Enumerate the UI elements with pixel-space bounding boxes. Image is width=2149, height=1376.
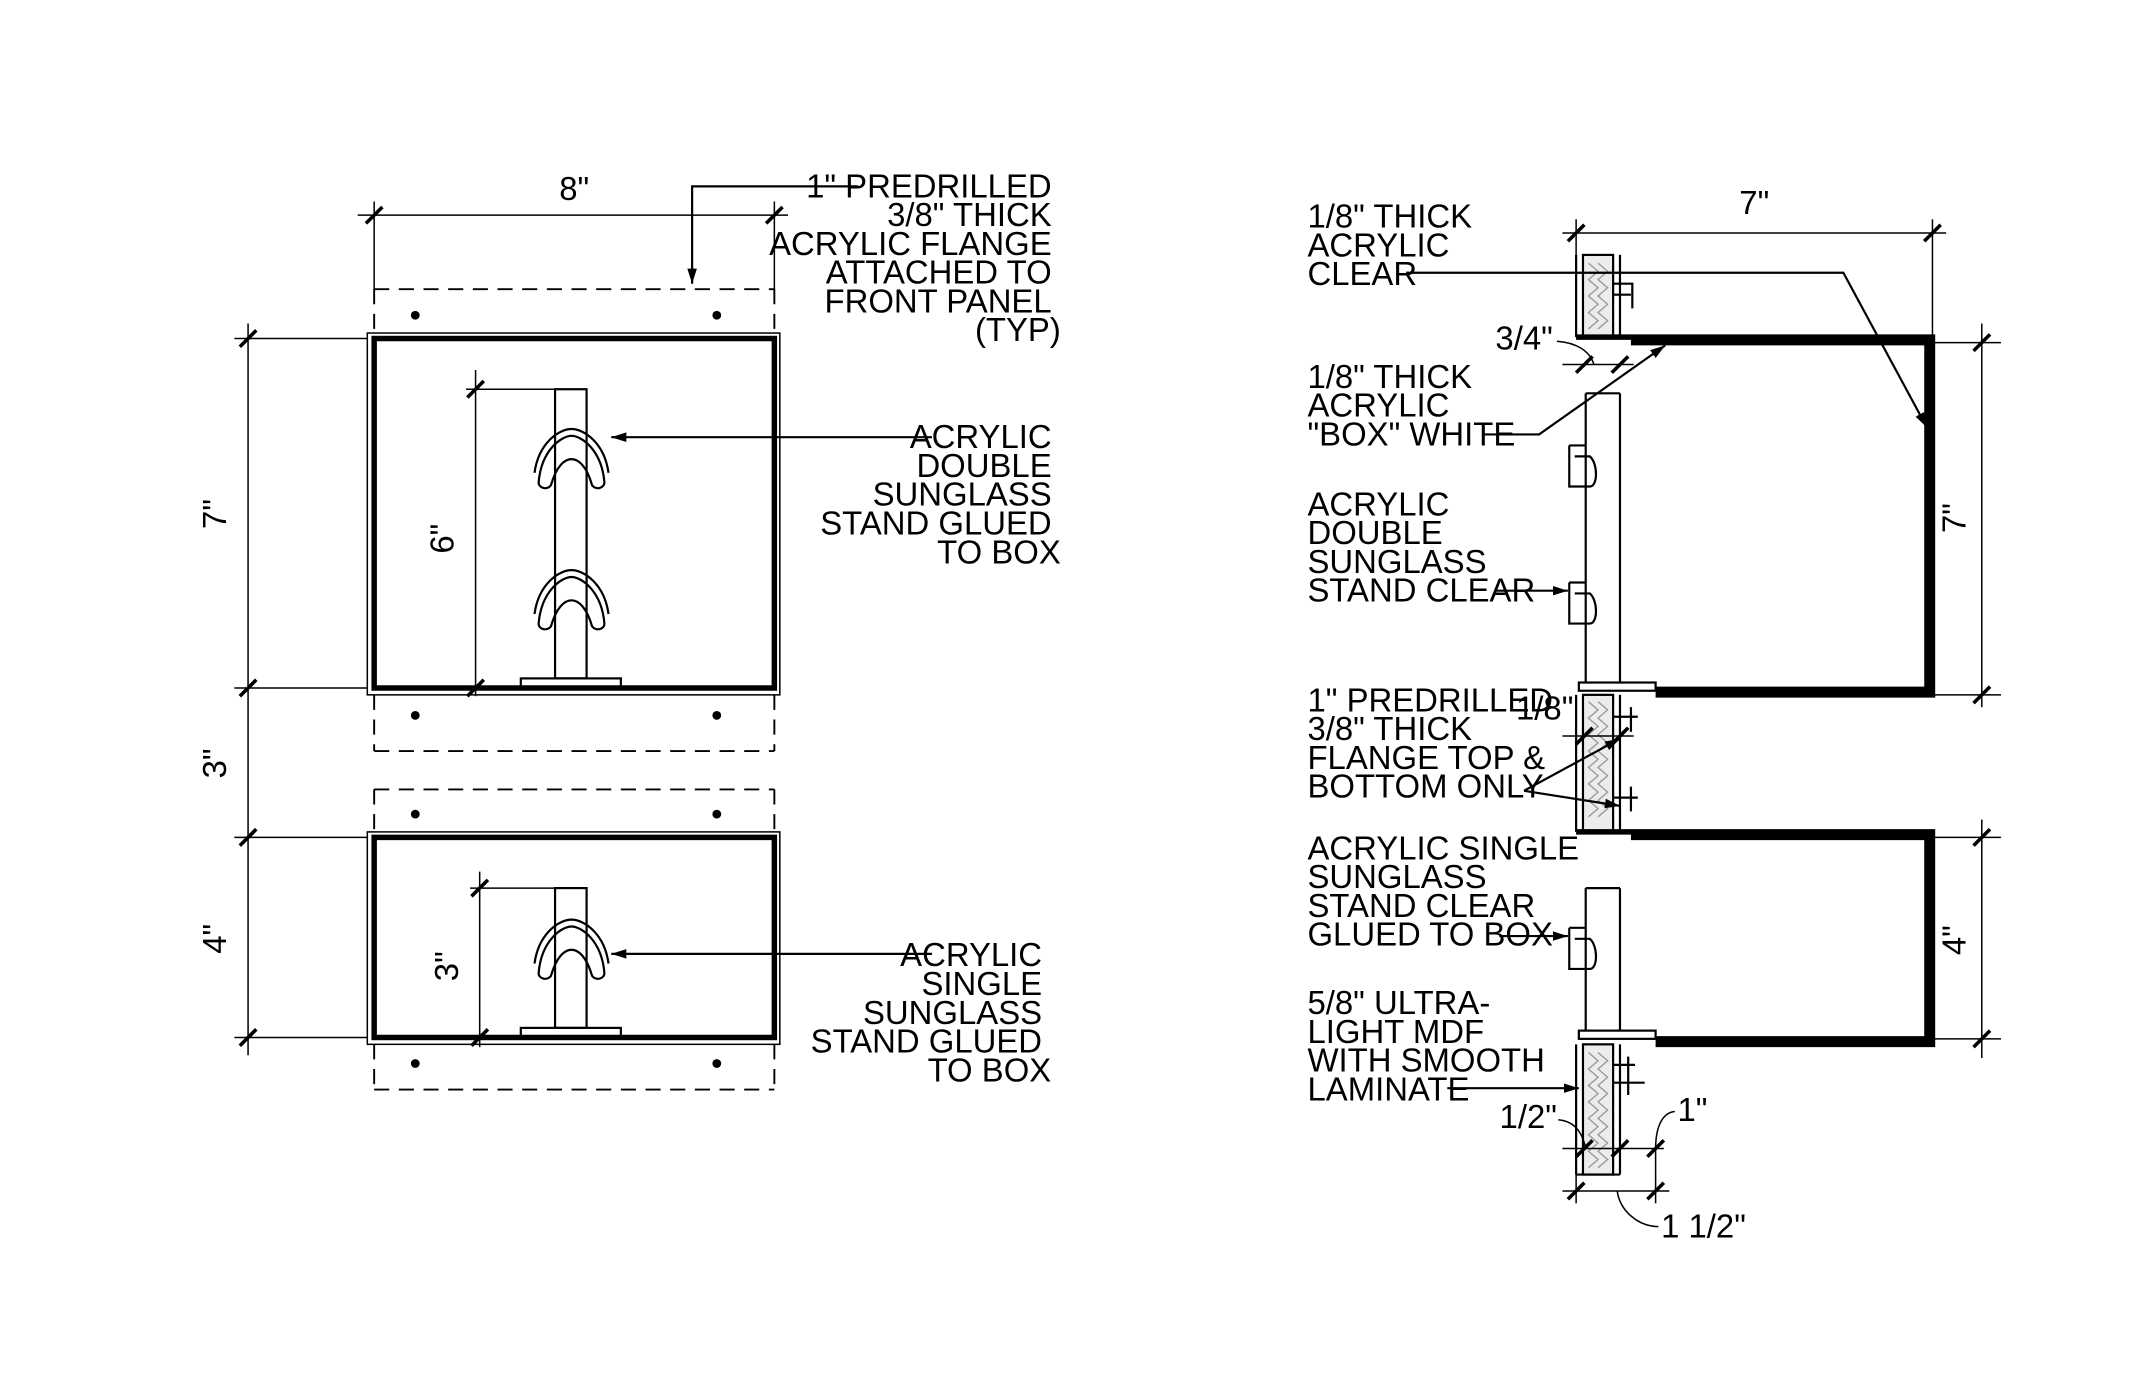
upper-box-section [1576, 334, 1936, 698]
offset-3-4-label: 3/4" [1495, 319, 1552, 356]
upper-front-acrylic [1568, 392, 1657, 692]
double-stand-callout: ACRYLIC DOUBLE SUNGLASS STAND GLUED TO B… [820, 418, 1061, 570]
vertical-dimension-chain: 7" 3" 4" [196, 323, 368, 1056]
gap-height-label: 3" [196, 748, 233, 778]
upper-stand-dimension: 6" [424, 370, 556, 698]
single-sunglass-stand [519, 886, 622, 1039]
offset-1-2-label: 1/2" [1500, 1098, 1557, 1135]
mdf-callout: 5/8" ULTRA- LIGHT MDF WITH SMOOTH LAMINA… [1307, 984, 1554, 1107]
flange-callout: 1" PREDRILLED 3/8" THICK ACRYLIC FLANGE … [769, 167, 1061, 348]
lower-flange [373, 788, 776, 832]
overall-depth-label: 1 1/2" [1661, 1208, 1746, 1245]
upper-box-height-label: 7" [196, 499, 233, 529]
double-sunglass-stand [519, 388, 622, 690]
lower-stand-height-label: 3" [428, 951, 465, 981]
single-stand-callout: ACRYLIC SINGLE SUNGLASS STAND GLUED TO B… [811, 936, 1052, 1088]
lower-stand-dimension: 3" [428, 871, 556, 1048]
depth-label: 7" [1739, 184, 1769, 221]
lower-box-height-label: 4" [196, 924, 233, 954]
upper-mdf-panel [1575, 253, 1634, 339]
section-vertical-dimensions: 7" 4" [1932, 323, 2001, 1059]
double-stand-clear-callout: ACRYLIC DOUBLE SUNGLASS STAND CLEAR [1307, 485, 1535, 608]
upper-flange [373, 288, 776, 334]
front-view: 8" [196, 167, 1061, 1091]
lower-front-acrylic [1568, 886, 1657, 1040]
offset-1-label: 1" [1678, 1091, 1708, 1128]
white-box-callout: 1/8" THICK ACRYLIC "BOX" WHITE [1307, 358, 1515, 453]
offset-1-8-label: 1/8" [1516, 690, 1573, 727]
depth-dimension: 7" [1562, 184, 1947, 336]
single-stand-clear-callout: ACRYLIC SINGLE SUNGLASS STAND CLEAR GLUE… [1307, 829, 1588, 952]
clear-acrylic-callout: 1/8" THICK ACRYLIC CLEAR [1307, 198, 1481, 293]
section-upper-height-label: 7" [1935, 503, 1972, 533]
section-view: 7" [1307, 184, 2001, 1245]
upper-stand-height-label: 6" [424, 524, 461, 554]
middle-mdf-panel [1575, 693, 1638, 832]
flange-top-bottom-callout: 1" PREDRILLED 3/8" THICK FLANGE TOP & BO… [1307, 681, 1562, 804]
small-dimensions: 3/4" 1/8" 1/2" 1" 1 1/2" [1495, 319, 1745, 1244]
lower-mdf-panel [1575, 1043, 1645, 1176]
width-label: 8" [559, 170, 589, 207]
lower-box-section [1576, 829, 1936, 1048]
width-dimension: 8" [357, 170, 789, 291]
section-lower-height-label: 4" [1935, 925, 1972, 955]
